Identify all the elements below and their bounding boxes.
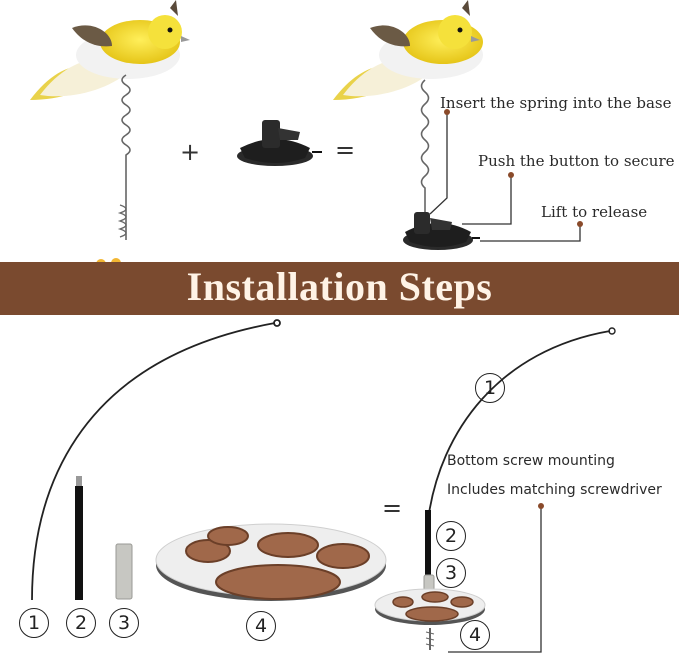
note-screwdriver: Includes matching screwdriver xyxy=(447,482,662,498)
bird-toy-left xyxy=(30,0,190,240)
callout-line-bottom xyxy=(448,506,542,653)
equals-symbol-bottom: = xyxy=(382,494,403,522)
banner-title: Installation Steps xyxy=(186,264,493,309)
sleeve-part-3 xyxy=(115,543,133,600)
assembly-number-4: 4 xyxy=(460,620,490,650)
note-bottom-screw: Bottom screw mounting xyxy=(447,453,615,469)
part-number-1: 1 xyxy=(19,608,49,638)
paw-pad-part-4 xyxy=(155,523,387,601)
callout-insert-spring: Insert the spring into the base xyxy=(440,94,672,112)
bird-toy-right xyxy=(333,0,483,250)
part-number-4: 4 xyxy=(246,611,276,641)
assembly-number-3: 3 xyxy=(436,558,466,588)
equals-symbol-top: = xyxy=(335,136,356,164)
assembly-number-1: 1 xyxy=(475,373,505,403)
callout-lift-release: Lift to release xyxy=(541,203,648,221)
section-banner xyxy=(0,262,679,315)
assembly-number-2: 2 xyxy=(436,521,466,551)
plus-symbol: + xyxy=(180,138,201,166)
callout-push-button: Push the button to secure xyxy=(478,152,675,170)
suction-base-top xyxy=(237,120,322,166)
callout-dot-bottom xyxy=(538,503,544,509)
assembled-toy xyxy=(374,327,616,650)
callout-lines-top xyxy=(429,114,581,242)
wand-part-1 xyxy=(31,319,281,601)
part-number-3: 3 xyxy=(109,608,139,638)
rod-part-2 xyxy=(75,476,83,600)
part-number-2: 2 xyxy=(66,608,96,638)
callout-dots-top xyxy=(444,109,583,227)
